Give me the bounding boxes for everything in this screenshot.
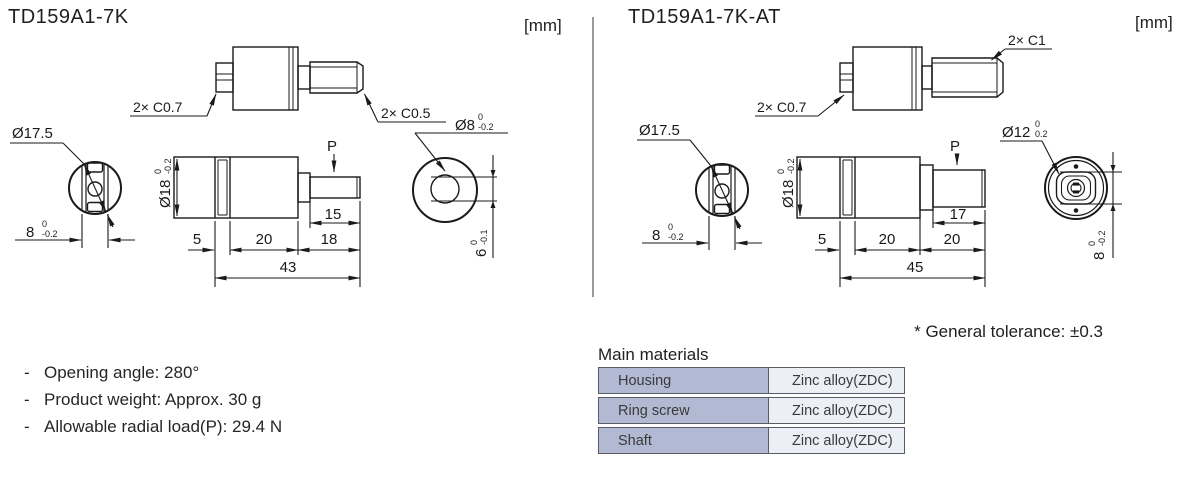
left-dia-shaft-tol-upper: 0 (478, 112, 483, 122)
material-value-cell: Zinc alloy(ZDC) (768, 428, 904, 453)
svg-text:0: 0 (469, 240, 479, 245)
left-len-shaft: 18 (321, 231, 338, 248)
panel-divider (592, 17, 594, 297)
left-dia-shaft-label: Ø8 (455, 117, 475, 134)
right-dia-shaft-tol-lower: 0.2 (1035, 129, 1048, 139)
left-dia-body-label: Ø18 0 -0.2 (153, 158, 174, 208)
spec-list: - Opening angle: 280° - Product weight: … (22, 363, 282, 437)
right-end-flats-label: 8 0 -0.2 (1087, 230, 1108, 260)
right-top-view (839, 46, 1004, 111)
left-len-body: 20 (256, 231, 273, 248)
right-chamfer-left-leader (755, 94, 845, 117)
left-flats-tol-upper: 0 (42, 219, 47, 229)
left-len-flat: 15 (325, 206, 342, 223)
right-len-flat: 17 (950, 206, 967, 223)
material-value-cell: Zinc alloy(ZDC) (768, 398, 904, 423)
right-len-shaft: 20 (944, 231, 961, 248)
table-row: Ring screw Zinc alloy(ZDC) (598, 397, 905, 424)
left-side-view (173, 156, 361, 219)
svg-text:0: 0 (776, 169, 786, 174)
svg-text:8: 8 (1091, 252, 1108, 260)
left-flats-tol-lower: -0.2 (42, 229, 58, 239)
table-row: Housing Zinc alloy(ZDC) (598, 367, 905, 394)
material-part-cell: Ring screw (599, 398, 768, 423)
svg-text:-0.2: -0.2 (786, 158, 796, 174)
right-part-title: TD159A1-7K-AT (628, 6, 781, 28)
left-top-view (215, 46, 364, 111)
left-dia-shaft-tol-lower: -0.2 (478, 122, 494, 132)
left-chamfer-left-label: 2× C0.7 (133, 99, 183, 115)
left-part-title: TD159A1-7K (8, 6, 129, 28)
right-len-ring: 5 (818, 231, 826, 248)
right-dia-shaft-leader (1000, 140, 1060, 175)
left-technical-drawing: 2× C0.7 2× C0.5 Ø17.5 8 0 -0.2 (10, 46, 508, 287)
spec-text: Allowable radial load(P): 29.4 N (44, 417, 283, 436)
right-len-total: 45 (907, 259, 924, 276)
right-chamfer-right-leader (991, 48, 1052, 61)
left-dia-knob-label: Ø17.5 (12, 125, 53, 142)
right-technical-drawing: 2× C0.7 2× C1 Ø17.5 8 0 -0.2 (637, 32, 1122, 287)
svg-text:-0.1: -0.1 (479, 229, 489, 245)
svg-text:-0.2: -0.2 (163, 158, 173, 174)
left-shaft-end-view (412, 157, 497, 223)
right-flats-value: 8 (652, 227, 660, 244)
left-flats-value: 8 (26, 224, 34, 241)
left-chamfer-left-leader (130, 93, 217, 117)
spec-item: - Opening angle: 280° (22, 363, 282, 383)
right-chamfer-right-label: 2× C1 (1008, 32, 1046, 48)
left-chamfer-right-leader (364, 93, 446, 123)
right-flats-dim (642, 216, 762, 250)
material-part-cell: Shaft (599, 428, 768, 453)
right-chamfer-left-label: 2× C0.7 (757, 99, 807, 115)
left-units-label: [mm] (524, 16, 562, 35)
right-units-label: [mm] (1135, 13, 1173, 32)
materials-title: Main materials (598, 345, 709, 364)
material-value-cell: Zinc alloy(ZDC) (768, 368, 904, 393)
left-len-ring: 5 (193, 231, 201, 248)
spec-item: - Product weight: Approx. 30 g (22, 390, 282, 410)
right-dia-body-label: Ø18 0 -0.2 (776, 158, 797, 208)
left-shaft-flats-dim (490, 155, 496, 258)
svg-text:0: 0 (153, 169, 163, 174)
materials-table: Housing Zinc alloy(ZDC) Ring screw Zinc … (598, 367, 905, 457)
svg-text:6: 6 (473, 249, 490, 257)
right-dia-knob-label: Ø17.5 (639, 122, 680, 139)
spec-text: Opening angle: 280° (44, 363, 200, 382)
right-end-flats-dim (1110, 152, 1116, 258)
right-side-view (796, 156, 986, 219)
right-len-body: 20 (879, 231, 896, 248)
left-chamfer-right-label: 2× C0.5 (381, 105, 431, 121)
general-tolerance-note: * General tolerance: ±0.3 (914, 322, 1103, 341)
left-shaft-flats-label: 6 0 -0.1 (469, 229, 490, 257)
spec-bullet: - (24, 390, 30, 409)
right-shaft-end-view (1044, 156, 1122, 220)
spec-item: - Allowable radial load(P): 29.4 N (22, 417, 282, 437)
left-flats-dim (15, 214, 135, 248)
spec-bullet: - (24, 363, 30, 382)
left-load-label: P (327, 138, 337, 155)
right-length-dims (815, 209, 986, 287)
right-load-label: P (950, 138, 960, 155)
svg-text:-0.2: -0.2 (1097, 230, 1107, 246)
right-flats-tol-lower: -0.2 (668, 232, 684, 242)
table-row: Shaft Zinc alloy(ZDC) (598, 427, 905, 454)
svg-text:0: 0 (1087, 241, 1097, 246)
spec-text: Product weight: Approx. 30 g (44, 390, 262, 409)
left-len-total: 43 (280, 259, 297, 276)
right-dia-shaft-label: Ø12 (1002, 124, 1030, 141)
spec-bullet: - (24, 417, 30, 436)
right-dia-knob-leader (637, 139, 742, 230)
right-dia-shaft-tol-upper: 0 (1035, 119, 1040, 129)
material-part-cell: Housing (599, 368, 768, 393)
right-flats-tol-upper: 0 (668, 222, 673, 232)
left-dia-shaft-leader (414, 132, 508, 172)
svg-text:Ø18: Ø18 (157, 180, 174, 208)
left-length-dims (188, 201, 361, 287)
svg-text:Ø18: Ø18 (780, 180, 797, 208)
